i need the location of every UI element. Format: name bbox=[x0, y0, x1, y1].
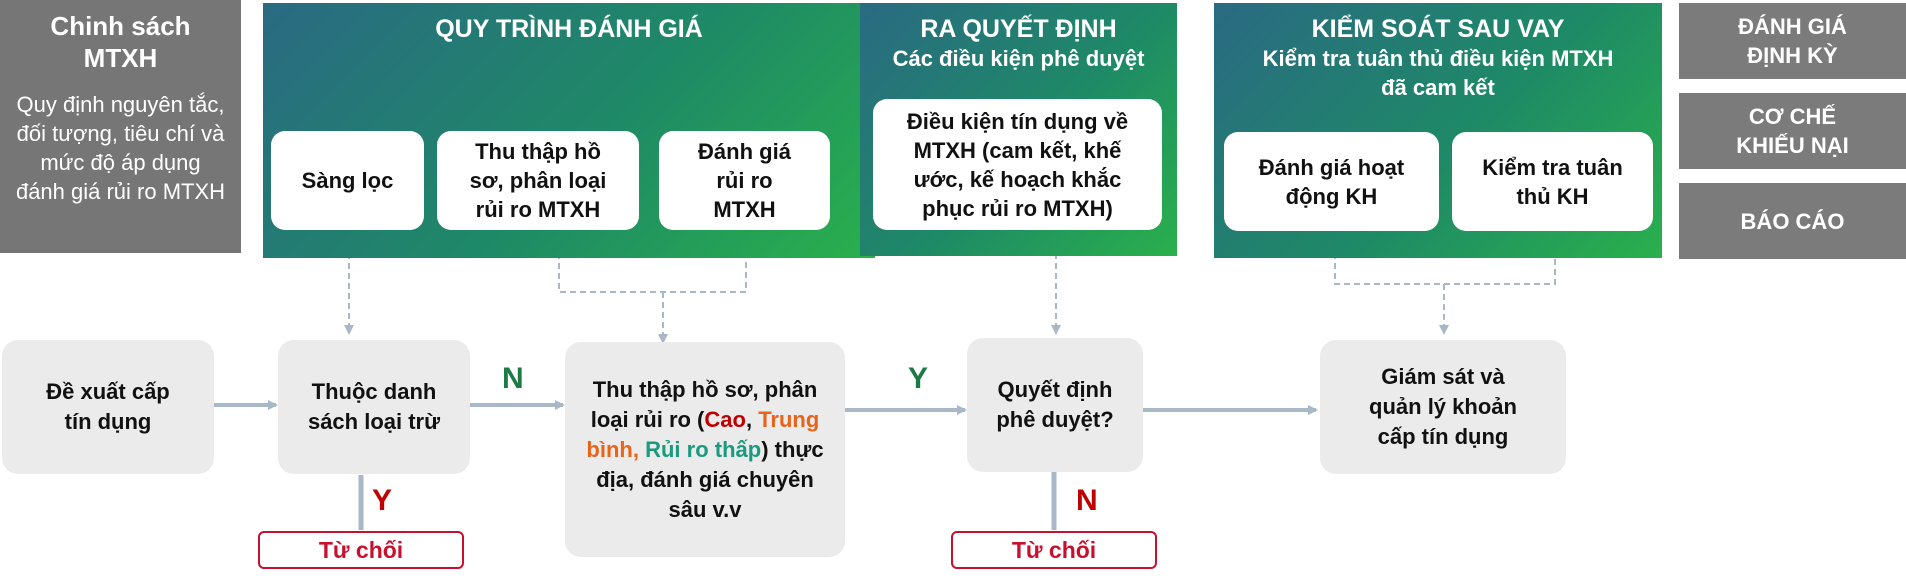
side-item-report: BÁO CÁO bbox=[1679, 183, 1906, 259]
policy-title: Chinh sách MTXH bbox=[50, 11, 191, 73]
label-n-approval: N bbox=[1076, 484, 1098, 517]
policy-body: Quy định nguyên tắc, đối tượng, tiêu chí… bbox=[15, 92, 226, 204]
collect-sep: , bbox=[745, 406, 759, 432]
decision-subtitle: Các điều kiện phê duyệt bbox=[892, 46, 1145, 71]
eval-box-collect: Thu thập hồ sơ, phân loại rủi ro MTXH bbox=[437, 131, 639, 230]
flow-approval-decision: Quyết định phê duyệt? bbox=[967, 338, 1143, 472]
decision-box-conditions: Điều kiện tín dụng về MTXH (cam kết, khế… bbox=[873, 99, 1162, 230]
post-loan-title: KIỂM SOÁT SAU VAY bbox=[1311, 15, 1565, 43]
post-loan-subtitle: Kiểm tra tuân thủ điều kiện MTXH đã cam … bbox=[1262, 46, 1614, 100]
flow-proposal: Đề xuất cấp tín dụng bbox=[2, 340, 214, 474]
reject-box-approval: Từ chối bbox=[951, 531, 1157, 569]
risk-level-low: Rủi ro thấp bbox=[645, 436, 762, 462]
post-loan-box-activity: Đánh giá hoạt động KH bbox=[1224, 132, 1439, 231]
collect-prefix: Thu thập hồ sơ, phân loại rủi ro ( bbox=[590, 376, 818, 432]
label-n-exclusion: N bbox=[502, 362, 524, 395]
post-loan-box-compliance: Kiểm tra tuân thủ KH bbox=[1452, 132, 1653, 231]
label-y-approval: Y bbox=[908, 362, 929, 395]
side-item-complaint: CƠ CHẾ KHIẾU NẠI bbox=[1679, 93, 1906, 169]
flow-collect-classify: Thu thập hồ sơ, phân loại rủi ro (Cao, T… bbox=[565, 342, 845, 557]
risk-level-high: Cao bbox=[704, 406, 746, 432]
side-item-periodic-review: ĐÁNH GIÁ ĐỊNH KỲ bbox=[1679, 3, 1906, 79]
collect-suffix: ) thực địa, đánh giá chuyên sâu v.v bbox=[596, 436, 824, 522]
reject-box-exclusion: Từ chối bbox=[258, 531, 464, 569]
dash-eval-bracket bbox=[558, 233, 747, 293]
label-y-exclusion: Y bbox=[372, 484, 393, 517]
eval-box-screening: Sàng lọc bbox=[271, 131, 424, 230]
risk-level-medium: Trung bình, bbox=[586, 406, 820, 462]
flow-monitoring: Giám sát và quản lý khoản cấp tín dụng bbox=[1320, 340, 1566, 474]
policy-box: Chinh sách MTXH Quy định nguyên tắc, đối… bbox=[0, 0, 241, 253]
flow-exclusion-check: Thuộc danh sách loại trừ bbox=[278, 340, 470, 474]
flow-collect-text: Thu thập hồ sơ, phân loại rủi ro (Cao, T… bbox=[585, 375, 825, 525]
decision-title: RA QUYẾT ĐỊNH bbox=[920, 15, 1117, 43]
evaluation-title: QUY TRÌNH ĐÁNH GIÁ bbox=[435, 15, 703, 43]
eval-box-risk: Đánh giá rủi ro MTXH bbox=[659, 131, 830, 230]
